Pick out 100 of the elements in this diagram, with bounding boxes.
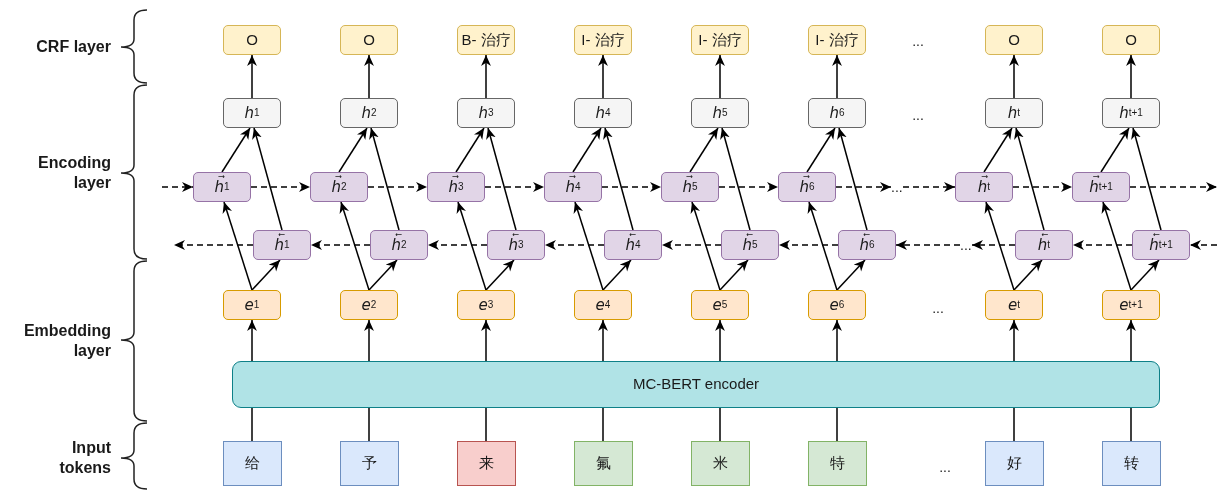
arrow <box>1126 54 1136 99</box>
arrow <box>832 54 842 99</box>
backward-state-box: h⃖$_{1}$ <box>253 230 311 260</box>
arrow <box>832 319 842 362</box>
dashed-arrow <box>661 240 722 250</box>
connector-line <box>368 407 370 442</box>
token-box: 予 <box>339 441 399 486</box>
dashed-arrow <box>1129 182 1218 192</box>
arrow <box>252 127 283 231</box>
arrow <box>485 259 515 291</box>
tag-box: O <box>223 25 281 55</box>
backward-state-box: h⃖$_{6}$ <box>838 230 896 260</box>
tag-box: O <box>340 25 398 55</box>
layer-label: Input tokens <box>59 438 111 478</box>
forward-state-box: h⃗$_{2}$ <box>310 172 368 202</box>
arrow <box>1100 127 1130 173</box>
dashed-arrow <box>427 240 488 250</box>
dashed-arrow <box>835 182 892 192</box>
arrow <box>715 54 725 99</box>
token-box: 米 <box>690 441 750 486</box>
dashed-arrow <box>902 182 956 192</box>
dashed-arrow <box>778 240 839 250</box>
arrow <box>690 201 721 291</box>
dashed-arrow <box>484 182 545 192</box>
backward-state-box: h⃖$_{3}$ <box>487 230 545 260</box>
arrow <box>364 54 374 99</box>
arrow <box>368 259 398 291</box>
connector-line <box>836 407 838 442</box>
token-box: 来 <box>456 441 516 486</box>
arrow <box>715 319 725 362</box>
connector-line <box>1130 407 1132 442</box>
arrow <box>983 127 1013 173</box>
arrow <box>1130 259 1160 291</box>
dashed-arrow <box>161 182 194 192</box>
arrow <box>573 201 604 291</box>
ellipsis: ... <box>932 300 944 318</box>
arrow <box>689 127 719 173</box>
connector-line <box>485 407 487 442</box>
arrow <box>1101 201 1132 291</box>
token-box: 好 <box>984 441 1044 486</box>
dashed-arrow <box>173 240 254 250</box>
arrow <box>602 259 632 291</box>
arrow <box>720 127 751 231</box>
arrow <box>1126 319 1136 362</box>
arrow <box>481 319 491 362</box>
token-box: 氟 <box>573 441 633 486</box>
backward-state-box: h⃖$_{t+1}$ <box>1132 230 1190 260</box>
dashed-arrow <box>310 240 371 250</box>
encoder-block: MC-BERT encoder <box>232 361 1160 408</box>
dashed-arrow <box>544 240 605 250</box>
dashed-arrow <box>1072 240 1133 250</box>
tag-box: O <box>985 25 1043 55</box>
arrow <box>247 54 257 99</box>
forward-state-box: h⃗$_{t}$ <box>955 172 1013 202</box>
layer-label: Embedding layer <box>23 321 111 361</box>
ellipsis: ... <box>891 180 903 194</box>
ellipsis: ... <box>912 107 924 125</box>
dashed-arrow <box>1012 182 1073 192</box>
arrow <box>486 127 517 231</box>
dashed-arrow <box>601 182 662 192</box>
dashed-arrow <box>971 240 1016 250</box>
ellipsis: ... <box>960 238 972 252</box>
arrow <box>338 127 368 173</box>
ellipsis: ... <box>939 459 951 477</box>
arrow <box>369 127 400 231</box>
backward-state-box: h⃖$_{5}$ <box>721 230 779 260</box>
token-box: 特 <box>807 441 867 486</box>
arrow <box>364 319 374 362</box>
arrow <box>806 127 836 173</box>
arrow <box>481 54 491 99</box>
arrow <box>1013 259 1043 291</box>
tag-box: I- 治疗 <box>808 25 866 55</box>
forward-state-box: h⃗$_{1}$ <box>193 172 251 202</box>
arrow <box>837 127 868 231</box>
arrow <box>247 319 257 362</box>
arrow <box>598 54 608 99</box>
arrow <box>984 201 1015 291</box>
arrow <box>222 201 253 291</box>
arrow <box>1009 54 1019 99</box>
arrow <box>221 127 251 173</box>
tag-box: B- 治疗 <box>457 25 515 55</box>
ellipsis: ... <box>912 33 924 51</box>
connector-line <box>251 407 253 442</box>
forward-state-box: h⃗$_{6}$ <box>778 172 836 202</box>
connector-line <box>1013 407 1015 442</box>
forward-state-box: h⃗$_{3}$ <box>427 172 485 202</box>
tag-box: O <box>1102 25 1160 55</box>
backward-state-box: h⃖$_{t}$ <box>1015 230 1073 260</box>
arrow <box>251 259 281 291</box>
tag-box: I- 治疗 <box>574 25 632 55</box>
dashed-arrow <box>895 240 961 250</box>
dashed-arrow <box>718 182 779 192</box>
backward-state-box: h⃖$_{4}$ <box>604 230 662 260</box>
arrow <box>339 201 370 291</box>
dashed-arrow <box>367 182 428 192</box>
arrow <box>719 259 749 291</box>
arrow <box>572 127 602 173</box>
arrow <box>455 127 485 173</box>
layer-label: CRF layer <box>36 37 111 57</box>
forward-state-box: h⃗$_{4}$ <box>544 172 602 202</box>
